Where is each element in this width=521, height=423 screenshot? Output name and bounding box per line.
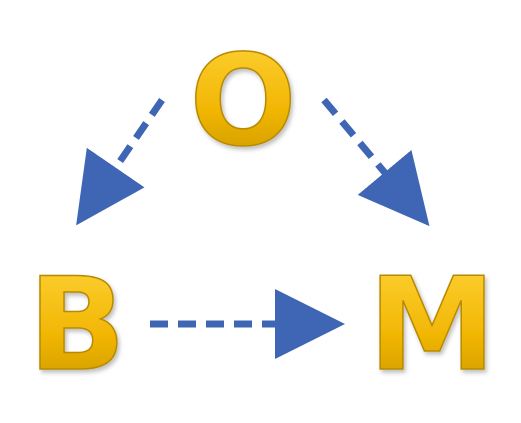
arrow-o-to-m xyxy=(321,97,430,227)
node-b-label: B xyxy=(28,251,126,400)
node-m-label: M xyxy=(368,251,495,400)
arrow-o-to-b xyxy=(76,98,165,226)
node-o-label: O xyxy=(189,27,296,174)
